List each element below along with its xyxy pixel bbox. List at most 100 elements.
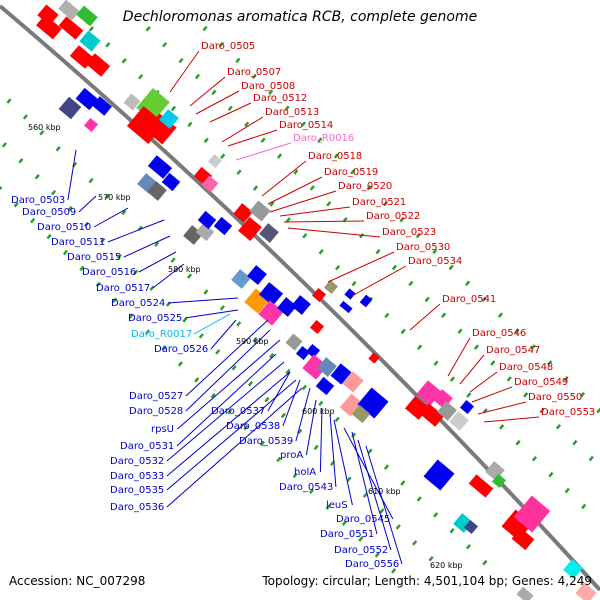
track-dot: [244, 121, 250, 127]
track-dot: [441, 312, 447, 318]
track-dot: [112, 297, 118, 303]
track-dot: [428, 556, 434, 562]
track-dot: [243, 424, 249, 431]
track-dot: [448, 264, 454, 271]
track-dot: [259, 440, 265, 447]
track-dot: [105, 42, 111, 48]
leader-line: [351, 431, 378, 535]
gene-feature: [305, 343, 321, 359]
gene-feature: [123, 93, 141, 111]
track-dot: [154, 241, 160, 247]
track-dot: [548, 471, 554, 478]
track-dot: [309, 185, 315, 191]
leader-line: [166, 379, 297, 491]
gene-feature: [468, 474, 494, 498]
leader-line: [209, 102, 252, 123]
track-dot: [178, 57, 184, 64]
track-dot: [13, 202, 19, 208]
gene-label: Daro_0521: [352, 197, 406, 208]
track-dot: [170, 105, 177, 112]
gene-label: holA: [294, 467, 316, 478]
track-dot: [293, 169, 299, 175]
gene-label: Daro_0528: [129, 406, 183, 417]
leader-line: [107, 219, 165, 243]
leader-line: [166, 371, 291, 477]
track-dot: [374, 552, 380, 558]
track-dot: [88, 177, 94, 184]
gene-label: proA: [280, 450, 303, 461]
track-dot: [269, 201, 275, 207]
track-dot: [351, 280, 357, 287]
gene-label: Daro_0523: [382, 227, 436, 238]
gene-label: Daro_0508: [241, 81, 295, 92]
gene-feature: [83, 117, 99, 133]
leader-line: [235, 142, 292, 161]
gene-feature: [213, 216, 233, 236]
gene-feature: [159, 109, 179, 129]
track-dot: [449, 528, 455, 534]
gene-feature: [309, 319, 325, 335]
gene-feature: [58, 0, 80, 21]
gene-feature: [423, 459, 455, 491]
gene-feature: [449, 411, 469, 431]
leader-line: [357, 439, 392, 551]
gene-label: Daro_0526: [154, 344, 208, 355]
leader-line: [333, 419, 353, 506]
track-dot: [391, 264, 397, 271]
gene-feature: [342, 371, 364, 393]
leader-line: [279, 206, 351, 217]
gene-feature: [58, 16, 84, 40]
track-dot: [22, 114, 28, 120]
track-dot: [383, 464, 389, 470]
track-dot: [30, 217, 36, 224]
gene-feature: [58, 96, 82, 120]
track-dot: [379, 508, 385, 514]
track-dot: [375, 248, 381, 255]
leader-line: [123, 235, 171, 258]
tick-label: 620 kbp: [430, 561, 463, 570]
gene-feature: [302, 354, 328, 380]
track-dot: [563, 376, 569, 382]
track-dot: [231, 365, 237, 371]
track-dot: [391, 568, 397, 574]
gene-features: [36, 0, 597, 600]
track-dot: [264, 396, 270, 403]
label-leader-lines: [67, 50, 540, 565]
track-dot: [211, 89, 217, 96]
track-dot: [400, 480, 406, 486]
gene-feature: [295, 345, 311, 361]
track-dot: [285, 368, 291, 375]
track-dot: [506, 376, 512, 382]
track-dot: [194, 73, 201, 80]
gene-label: Daro_0548: [499, 362, 553, 373]
genome-backbone: [0, 4, 600, 592]
track-dot: [210, 393, 216, 399]
track-dot: [433, 512, 439, 518]
gene-feature: [459, 399, 475, 415]
track-dot: [218, 41, 225, 48]
track-dot: [276, 456, 282, 463]
leader-line: [177, 339, 281, 430]
track-dot: [88, 26, 94, 32]
leader-line: [167, 297, 239, 304]
leader-line: [471, 386, 513, 403]
leader-line: [267, 176, 323, 205]
leader-line: [459, 354, 485, 385]
gene-feature: [195, 222, 215, 242]
gene-label: Daro_0553: [541, 407, 595, 418]
gene-feature: [277, 297, 297, 317]
track-dot: [351, 432, 357, 438]
gene-label: Daro_0543: [279, 482, 333, 493]
leader-line: [283, 220, 365, 223]
track-dot: [465, 543, 472, 550]
track-dot: [424, 296, 430, 303]
track-dot: [395, 524, 401, 530]
track-dot: [104, 193, 111, 200]
track-dot: [203, 289, 209, 295]
track-dot: [318, 400, 324, 407]
track-dot: [334, 416, 340, 423]
accession-label: Accession: NC_007298: [9, 574, 146, 588]
track-dot: [46, 233, 52, 240]
track-dot: [62, 249, 69, 256]
track-dot: [341, 520, 347, 526]
